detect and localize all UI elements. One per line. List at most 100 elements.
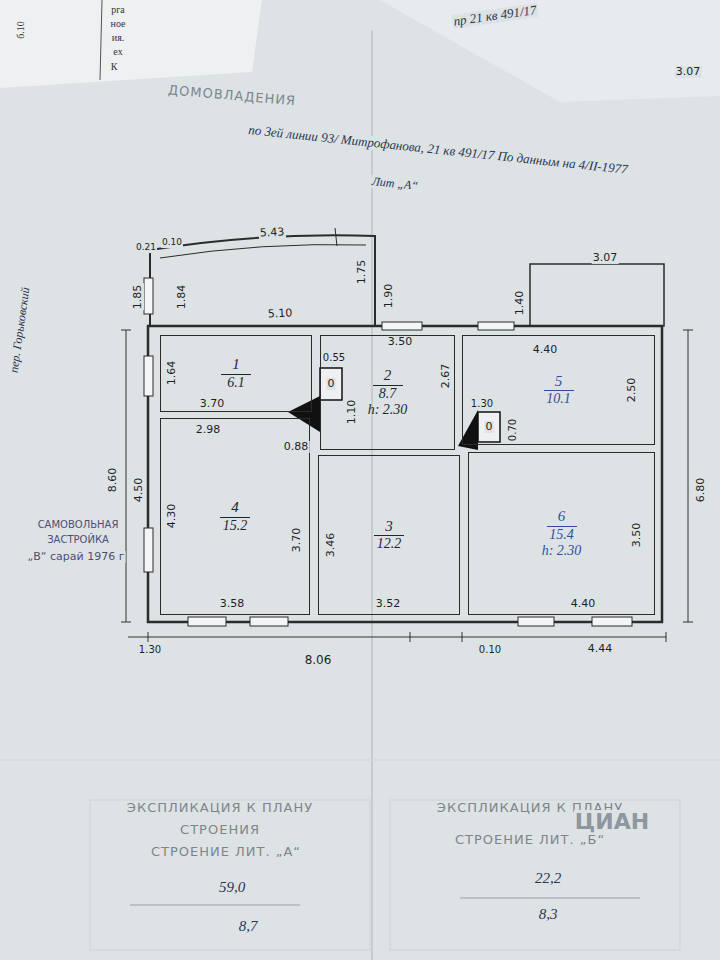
table-frame	[390, 800, 680, 950]
note: СТРОЕНИЕ ЛИТ. „А“	[150, 845, 302, 859]
tick	[121, 330, 131, 331]
tick	[121, 622, 131, 623]
dimension: 1.30	[470, 398, 494, 409]
dimension: 1.75	[356, 259, 368, 286]
dimension: 3.70	[199, 398, 226, 410]
stove-symbol	[478, 412, 500, 442]
porch-wall	[530, 264, 664, 326]
dimension: 5.43	[258, 226, 285, 239]
dimension: 5.10	[266, 307, 293, 320]
dimension: 2.98	[195, 424, 222, 436]
room-area: 8.7	[377, 386, 399, 402]
watermark: ЦИАН	[574, 810, 650, 834]
note: К	[110, 61, 119, 72]
note: пер. Горьковский	[7, 285, 32, 374]
dimension: 4.40	[570, 598, 597, 610]
note: по 3ей линии 93/ Митрофанова, 21 кв 491/…	[247, 123, 630, 177]
room-area: 10.1	[544, 391, 573, 407]
note: 22,2	[534, 870, 562, 887]
stove-symbol	[288, 396, 320, 432]
tick	[683, 330, 693, 331]
dimension: 0.88	[283, 441, 310, 453]
room-number: 4	[220, 499, 250, 517]
note: „В“ сарай 1976 г	[27, 551, 126, 563]
fold-line	[0, 760, 720, 761]
dimension: 8.06	[304, 654, 333, 667]
dimension: 0.70	[507, 418, 518, 442]
paper-sheet	[380, 0, 720, 102]
dimension: 1.64	[166, 360, 178, 387]
tick	[666, 632, 667, 642]
ceiling-height: h: 2.30	[366, 402, 410, 418]
dimension: 3.07	[592, 252, 619, 264]
window	[144, 278, 153, 314]
room-number: 3	[374, 518, 404, 536]
paper-sheet	[0, 0, 262, 88]
dimension: 1.84	[176, 284, 188, 311]
dimension: 3.52	[375, 598, 402, 610]
tick	[335, 228, 337, 246]
dimension: 3.50	[631, 522, 643, 549]
note: ия.	[111, 32, 125, 43]
tick	[462, 632, 463, 642]
dimension-line	[688, 330, 689, 622]
window	[592, 617, 632, 626]
note: ДОМОВЛАДЕНИЯ	[166, 83, 297, 109]
room-number: 1	[221, 356, 251, 374]
stove-symbol	[458, 410, 478, 450]
note: 59,0	[218, 879, 246, 896]
dimension: 6.80	[695, 477, 707, 504]
dimension: 1.40	[514, 290, 526, 317]
dimension: 0.10	[478, 644, 502, 655]
dimension: 1.85	[132, 284, 144, 311]
tick	[148, 632, 149, 642]
window	[144, 528, 153, 572]
note: 8,7	[238, 918, 259, 935]
sheet-rule	[100, 0, 102, 80]
dimension: 8.60	[107, 467, 119, 494]
note: ЗАСТРОЙКА	[46, 534, 110, 545]
dimension: 3.07	[675, 66, 702, 78]
note: СТРОЕНИЯ	[179, 823, 261, 837]
dimension: 3.50	[387, 336, 414, 348]
veranda-wall	[160, 245, 366, 258]
window	[518, 617, 554, 626]
note: ех	[112, 46, 123, 57]
note: пр 21 кв 491/17	[452, 3, 539, 29]
note: б.10	[15, 20, 26, 40]
dimension: 2.50	[626, 377, 638, 404]
dimension: 0.10	[161, 238, 183, 248]
window	[250, 617, 288, 626]
outer-wall	[148, 326, 662, 622]
dimension: 3.46	[325, 532, 337, 559]
window	[382, 322, 422, 330]
dimension: 1.30	[138, 644, 162, 655]
room-number: 6	[547, 508, 577, 526]
dimension: 0.21	[135, 243, 157, 253]
room-area: 12.2	[375, 536, 404, 552]
dimension: 4.44	[587, 643, 614, 655]
dimension: 0.55	[322, 352, 346, 363]
veranda-wall	[150, 235, 375, 326]
dimension: 2.67	[440, 363, 452, 390]
dimension: 1.90	[383, 283, 395, 310]
dimension: 0	[485, 421, 494, 433]
note: 8,3	[538, 906, 559, 923]
tick	[410, 632, 411, 642]
room: 615.4h: 2.30	[468, 452, 655, 615]
room-area: 6.1	[225, 375, 247, 391]
window	[144, 356, 153, 396]
dimension: 0	[327, 378, 336, 390]
room-area: 15.2	[221, 518, 250, 534]
room: 16.1	[160, 335, 312, 412]
note: ное	[110, 18, 127, 29]
note: САМОВОЛЬНАЯ	[37, 519, 120, 530]
fold-line	[371, 30, 373, 960]
note: Лит „А“	[370, 175, 420, 193]
stove-symbol	[320, 368, 342, 400]
dimension: 4.40	[532, 344, 559, 356]
dimension: 3.58	[219, 598, 246, 610]
note: СТРОЕНИЕ ЛИТ. „Б“	[454, 833, 606, 847]
